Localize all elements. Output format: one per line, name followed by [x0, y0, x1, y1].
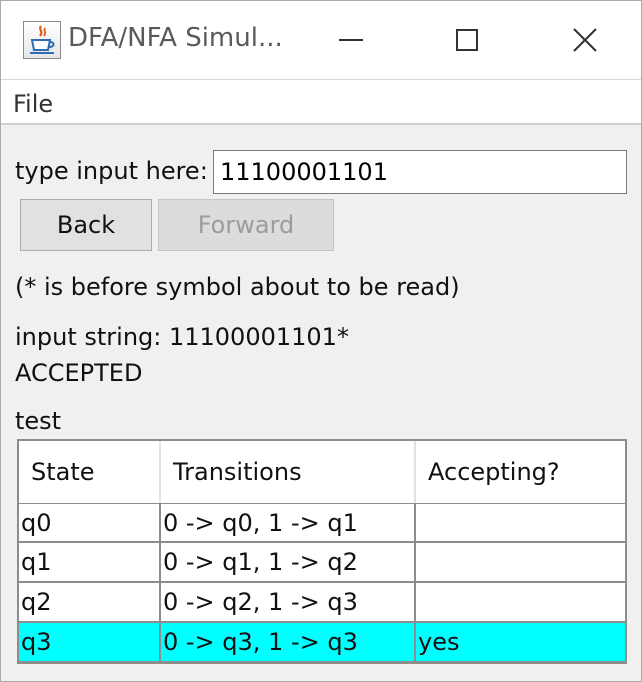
table-header: State Transitions Accepting? — [19, 441, 625, 503]
menu-bar: File — [1, 79, 641, 125]
minimize-button[interactable] — [321, 15, 381, 65]
title-bar[interactable]: DFA/NFA Simul... — [1, 1, 641, 79]
window-title: DFA/NFA Simul... — [68, 23, 283, 53]
cell-accepting — [416, 543, 625, 581]
cell-transitions: 0 -> q2, 1 -> q3 — [161, 583, 416, 621]
header-accepting[interactable]: Accepting? — [428, 458, 560, 486]
cell-accepting — [416, 583, 625, 621]
java-cup-icon — [23, 21, 61, 59]
table-row[interactable]: q1 0 -> q1, 1 -> q2 — [19, 543, 625, 583]
maximize-button[interactable] — [437, 15, 497, 65]
minimize-icon — [339, 39, 363, 41]
table-row[interactable]: q3 0 -> q3, 1 -> q3 yes — [19, 623, 625, 663]
forward-button[interactable]: Forward — [158, 199, 334, 251]
table-body: q0 0 -> q0, 1 -> q1 q1 0 -> q1, 1 -> q2 … — [19, 503, 625, 663]
back-button[interactable]: Back — [20, 199, 152, 251]
close-button[interactable] — [555, 15, 615, 65]
table-row[interactable]: q2 0 -> q2, 1 -> q3 — [19, 583, 625, 623]
close-icon — [573, 28, 597, 52]
menu-file[interactable]: File — [13, 90, 54, 118]
input-label: type input here: — [15, 157, 208, 185]
input-string-text: input string: 11100001101* — [15, 323, 349, 351]
input-string-field[interactable] — [213, 150, 627, 194]
cell-transitions: 0 -> q0, 1 -> q1 — [161, 504, 416, 541]
table-row[interactable]: q0 0 -> q0, 1 -> q1 — [19, 503, 625, 543]
cell-state: q1 — [19, 543, 161, 581]
cell-state: q3 — [19, 623, 161, 661]
cell-accepting — [416, 504, 625, 541]
cell-transitions: 0 -> q3, 1 -> q3 — [161, 623, 416, 661]
header-transitions[interactable]: Transitions — [161, 441, 416, 503]
result-text: ACCEPTED — [15, 359, 143, 387]
cell-state: q2 — [19, 583, 161, 621]
cell-transitions: 0 -> q1, 1 -> q2 — [161, 543, 416, 581]
transition-table[interactable]: State Transitions Accepting? q0 0 -> q0,… — [17, 439, 627, 664]
cell-state: q0 — [19, 504, 161, 541]
maximize-icon — [456, 29, 478, 51]
cell-accepting: yes — [418, 628, 460, 656]
table-caption: test — [15, 407, 62, 435]
hint-text: (* is before symbol about to be read) — [15, 273, 460, 301]
header-state[interactable]: State — [19, 441, 161, 503]
